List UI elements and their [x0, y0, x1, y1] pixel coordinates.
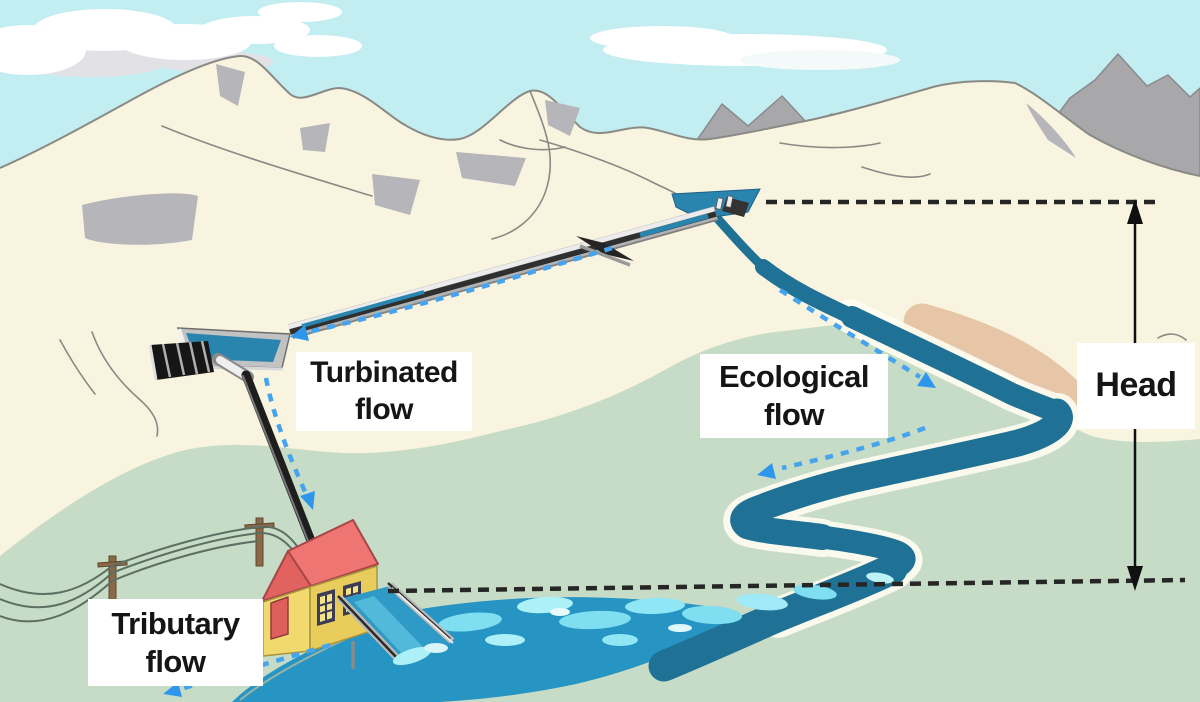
- penstock-flow-arrow: [263, 377, 309, 495]
- window: [317, 589, 335, 626]
- head-arrow-down: [1127, 566, 1143, 591]
- label-ecological-flow: Ecological flow: [700, 354, 888, 438]
- door: [270, 596, 289, 640]
- turbinated-flow-arrow: [307, 245, 613, 335]
- intake-weir: [671, 188, 761, 220]
- label-ecological-line1: Ecological: [718, 359, 870, 395]
- label-ecological-line2: flow: [764, 397, 825, 432]
- datum-line-lower: [387, 577, 1186, 594]
- datum-lines: [387, 199, 1186, 594]
- roof-slope: [287, 519, 379, 587]
- label-turbinated-flow: Turbinated flow: [296, 352, 472, 431]
- mountain-shadows: [82, 64, 1076, 245]
- sand-bar: [903, 303, 1091, 421]
- ecological-flow-arrow-upper: [778, 288, 922, 379]
- head-arrow-up: [1127, 199, 1143, 224]
- label-head: Head: [1077, 343, 1195, 429]
- label-tributary-line1: Tributary: [111, 605, 240, 641]
- label-tributary-line2: flow: [145, 643, 207, 679]
- contour-lines: [59, 90, 1187, 465]
- wires: [0, 525, 305, 623]
- label-tributary-flow: Tributary flow: [88, 599, 263, 686]
- penstock: [212, 353, 318, 551]
- river-foam: [438, 572, 894, 646]
- headrace-channel: [287, 206, 718, 339]
- label-turbinated-line2: flow: [355, 392, 414, 426]
- label-turbinated-line1: Turbinated: [310, 355, 458, 389]
- flow-arrows: [163, 245, 936, 697]
- label-head-text: Head: [1095, 366, 1177, 405]
- trash-rack: [148, 340, 214, 381]
- sluice-gate-post: [725, 195, 734, 208]
- tailrace: [337, 582, 455, 669]
- ecological-flow-arrow-lower: [781, 425, 926, 471]
- sluice-gate-post: [715, 197, 724, 210]
- clouds: [0, 2, 900, 77]
